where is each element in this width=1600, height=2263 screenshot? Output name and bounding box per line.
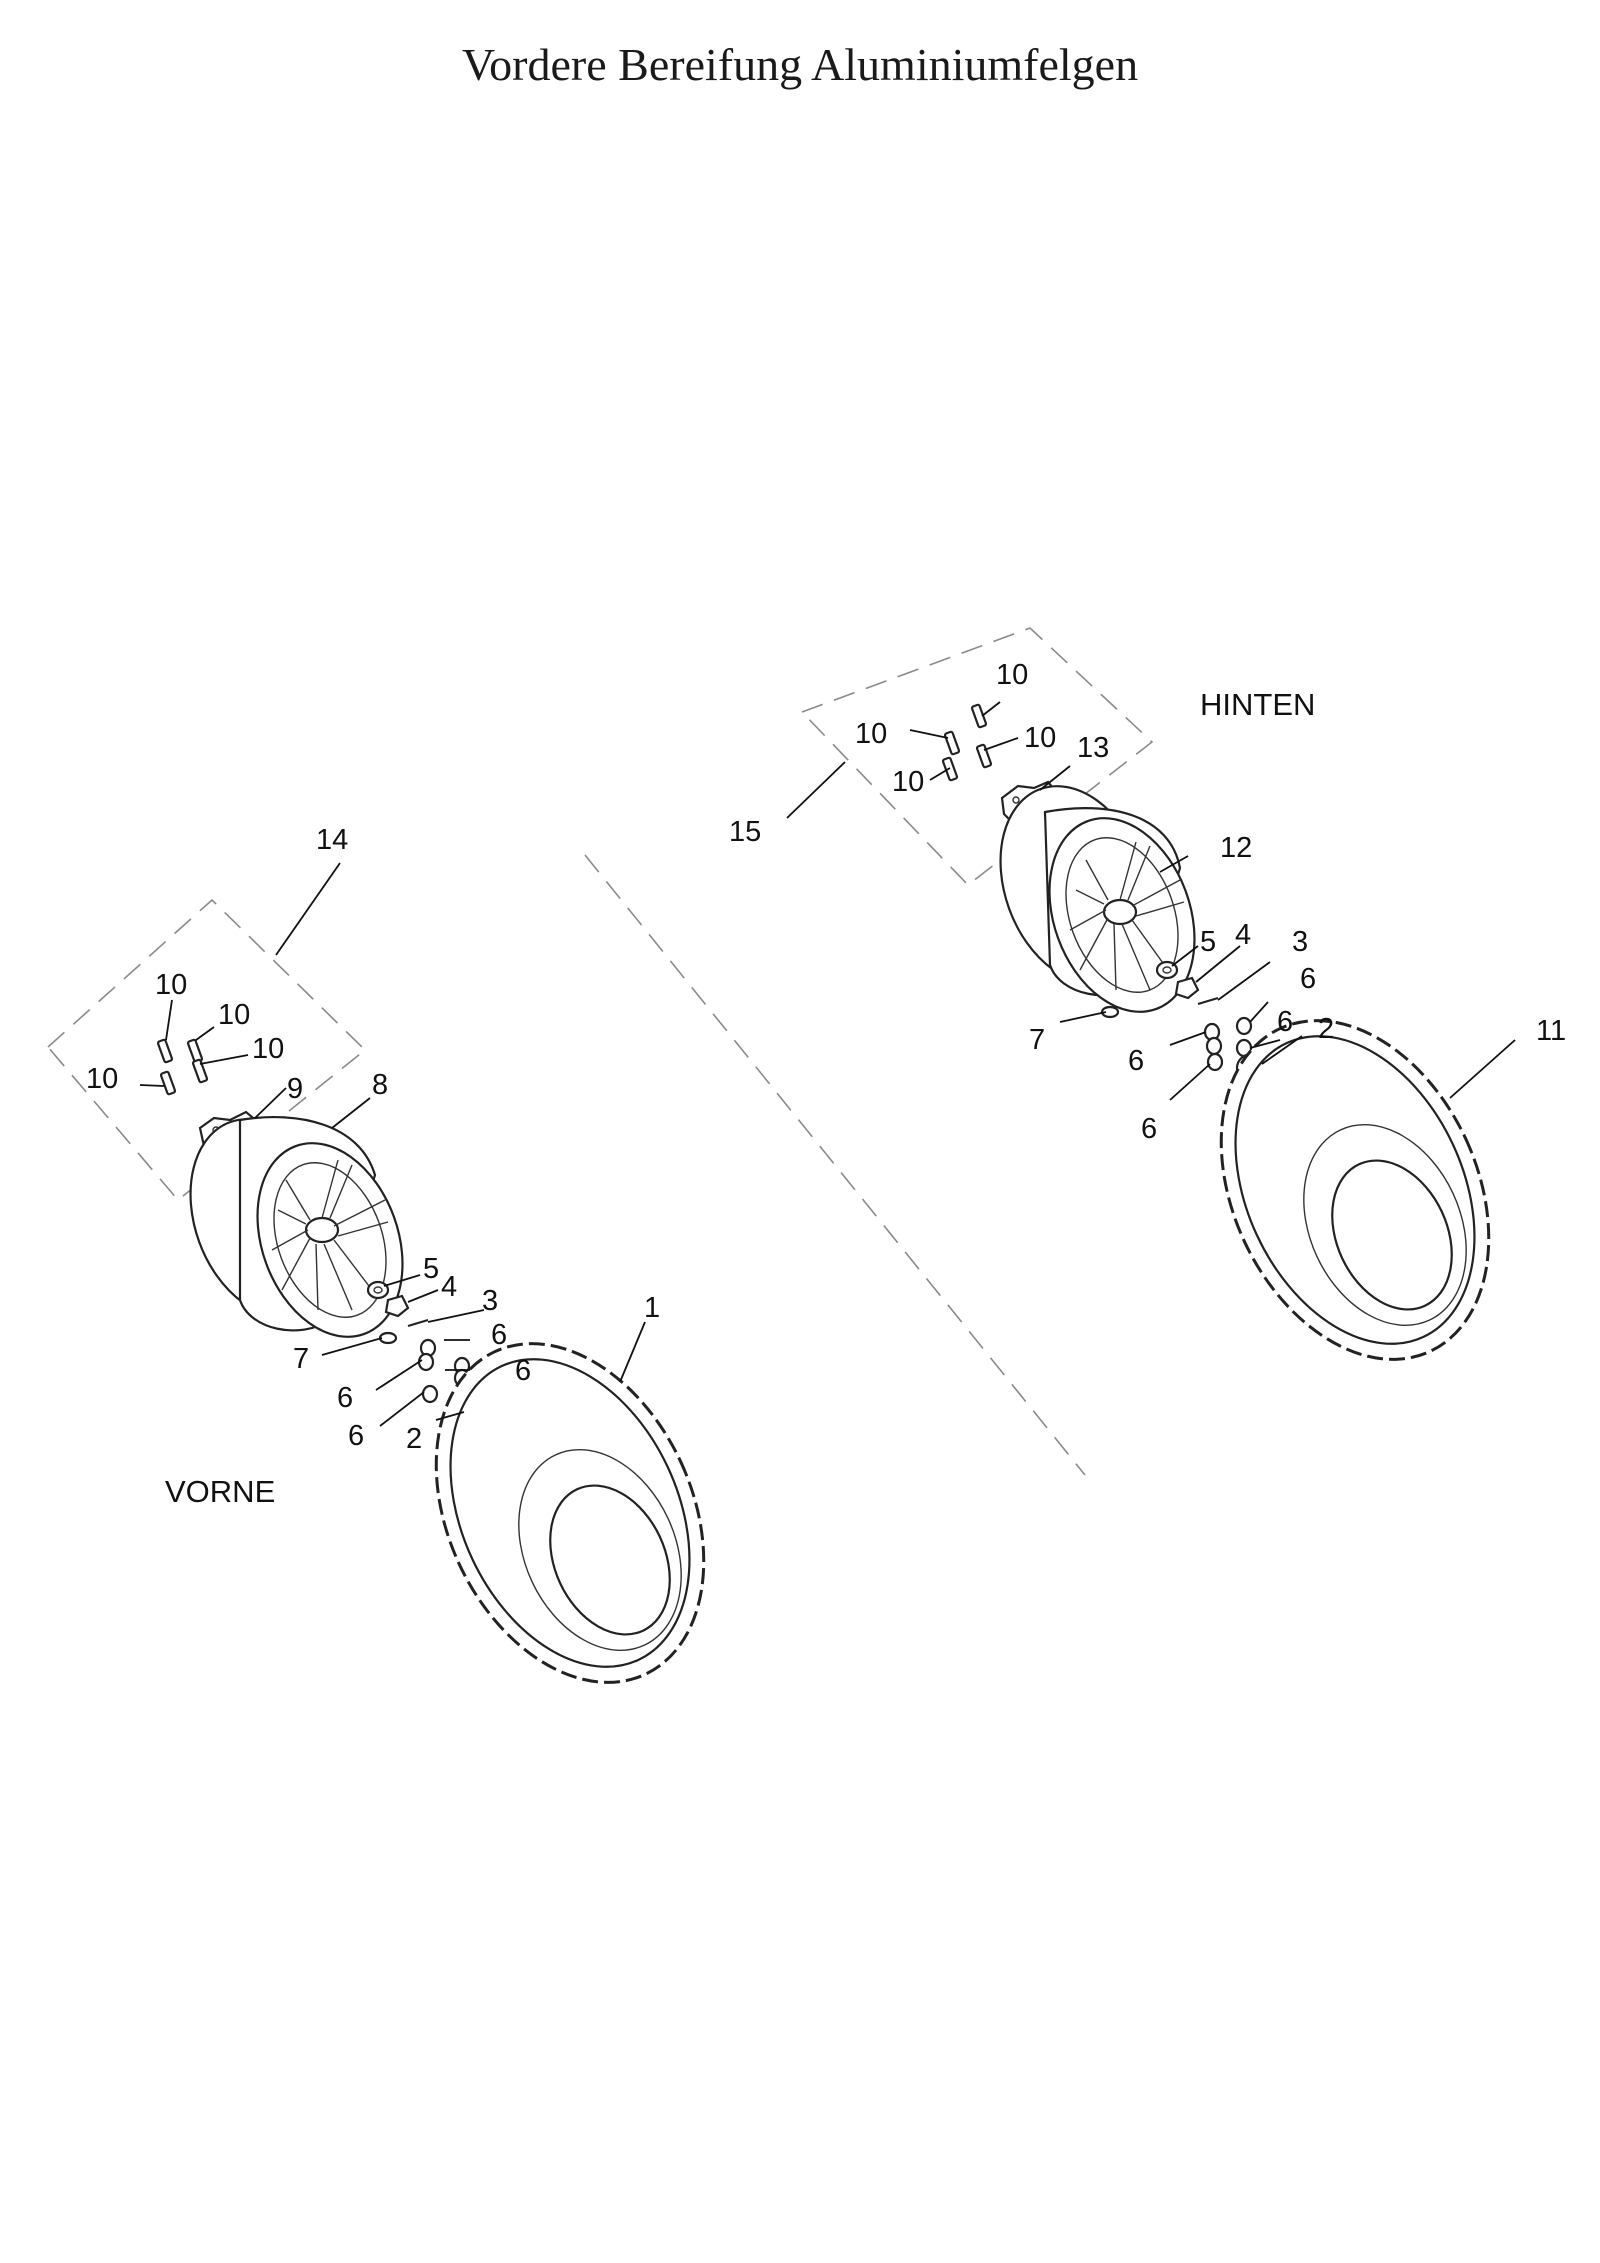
callout-2: 2 [406, 1423, 422, 1455]
callout-10: 10 [252, 1033, 284, 1065]
callout-10: 10 [86, 1063, 118, 1095]
callout-10: 10 [155, 969, 187, 1001]
callout-6: 6 [491, 1319, 507, 1351]
rear-rim [999, 785, 1196, 1013]
callout-4: 4 [441, 1271, 457, 1303]
front-tire [434, 1342, 706, 1684]
callout-4: 4 [1235, 919, 1251, 951]
front-side-label: VORNE [165, 1474, 275, 1509]
section-divider [584, 854, 1086, 1476]
rear-side-label: HINTEN [1200, 687, 1315, 722]
rear-leader-lines [786, 701, 1516, 1101]
callout-6: 6 [1277, 1006, 1293, 1038]
rear-hub-bolts [941, 703, 993, 782]
callout-10: 10 [892, 766, 924, 798]
callout-6: 6 [348, 1420, 364, 1452]
callout-6: 6 [515, 1355, 531, 1387]
callout-6: 6 [1300, 963, 1316, 995]
callout-14: 14 [316, 824, 348, 856]
front-hub-kit-frame [46, 898, 367, 1202]
callout-13: 13 [1077, 732, 1109, 764]
callout-6: 6 [1141, 1113, 1157, 1145]
callout-15: 15 [729, 816, 761, 848]
rear-tire [1219, 1019, 1491, 1361]
callout-7: 7 [293, 1343, 309, 1375]
callout-6: 6 [1128, 1045, 1144, 1077]
rear-hub-kit-frame [800, 627, 1154, 887]
callout-6: 6 [337, 1382, 353, 1414]
callout-1: 1 [644, 1292, 660, 1324]
callout-10: 10 [855, 718, 887, 750]
callout-3: 3 [482, 1285, 498, 1317]
callout-11: 11 [1536, 1015, 1566, 1047]
callout-9: 9 [287, 1073, 303, 1105]
callout-5: 5 [1200, 926, 1216, 958]
callout-7: 7 [1029, 1024, 1045, 1056]
callout-10: 10 [218, 999, 250, 1031]
page-title: Vordere Bereifung Aluminiumfelgen [461, 39, 1139, 90]
callout-5: 5 [423, 1253, 439, 1285]
front-rim [189, 1116, 404, 1338]
front-leader-lines [139, 862, 646, 1427]
callout-10: 10 [1024, 722, 1056, 754]
callout-10: 10 [996, 659, 1028, 691]
front-hub-bolts [156, 1038, 209, 1096]
callout-3: 3 [1292, 926, 1308, 958]
callout-2: 2 [1318, 1013, 1334, 1045]
callout-8: 8 [372, 1069, 388, 1101]
callout-12: 12 [1220, 832, 1252, 864]
